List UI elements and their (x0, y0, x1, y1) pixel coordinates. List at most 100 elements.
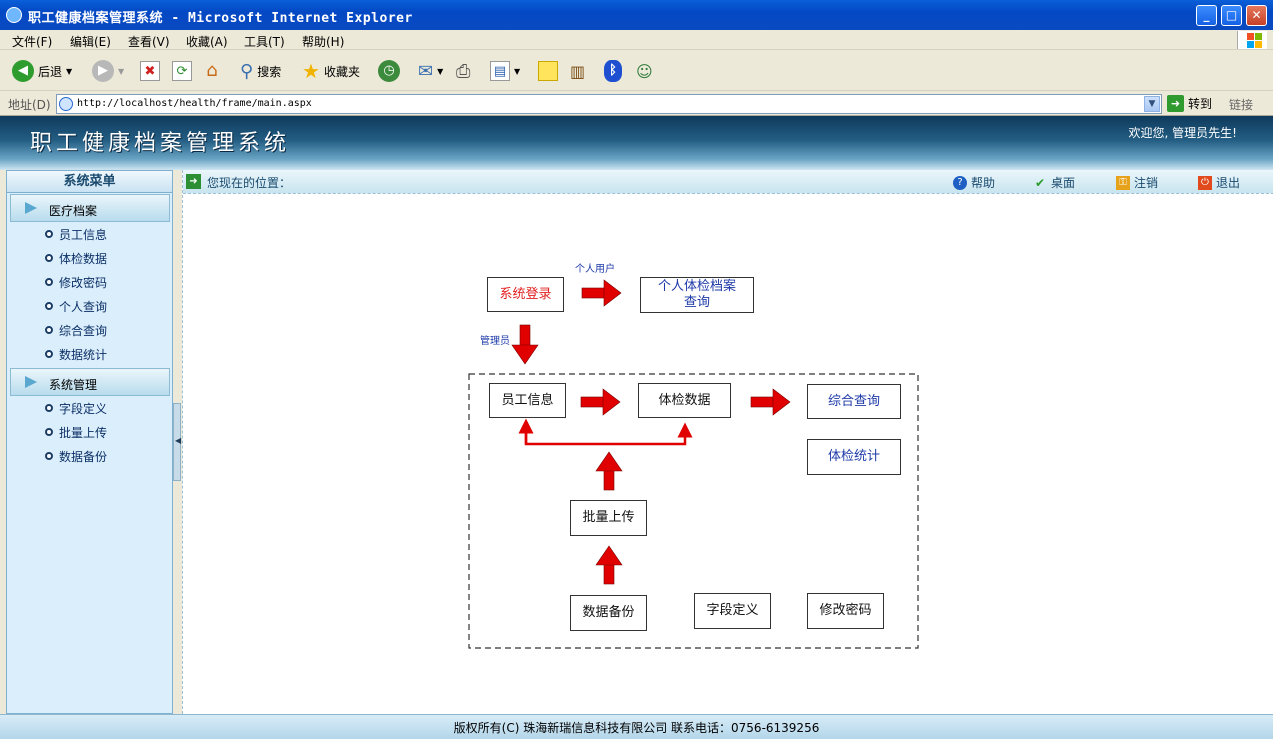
stop-button[interactable]: ✖ (140, 59, 160, 83)
maximize-button[interactable]: □ (1221, 5, 1242, 26)
back-dropdown-icon[interactable]: ▼ (66, 66, 73, 76)
messenger-button[interactable]: ☺ (636, 59, 653, 83)
back-label: 后退 (38, 64, 63, 79)
location-label: 您现在的位置： (207, 176, 292, 190)
star-icon: ★ (302, 59, 320, 83)
flow-node-data-backup[interactable]: 数据备份 (570, 595, 647, 631)
home-button[interactable]: ⌂ (202, 59, 222, 83)
sidebar-item-label: 综合查询 (59, 323, 108, 338)
bullet-icon (45, 404, 53, 412)
footer-copyright: 版权所有(C) 珠海新瑞信息科技有限公司 联系电话：0756-6139256 (453, 721, 820, 735)
books-icon: ▥ (570, 61, 586, 81)
sidebar-item-label: 员工信息 (59, 227, 108, 242)
arrow-employee-to-exam (580, 388, 621, 416)
sidebar-item-label: 个人查询 (59, 299, 108, 314)
arrow-exam-to-query (750, 388, 791, 416)
menu-bar: 文件(F) 编辑(E) 查看(V) 收藏(A) 工具(T) 帮助(H) (0, 30, 1273, 50)
window-titlebar: 职工健康档案管理系统 - Microsoft Internet Explorer… (0, 0, 1273, 30)
flow-node-field-definition[interactable]: 字段定义 (694, 593, 771, 629)
menu-favorites[interactable]: 收藏(A) (186, 35, 228, 49)
desktop-icon: ✔ (1034, 175, 1046, 190)
sidebar-item-label: 修改密码 (59, 275, 108, 290)
help-icon: ? (953, 175, 967, 190)
address-dropdown-icon[interactable]: ▼ (1144, 96, 1160, 112)
flow-node-comprehensive-query[interactable]: 综合查询 (807, 384, 901, 419)
sidebar-collapse-handle[interactable]: ◀ (173, 403, 181, 481)
sidebar-item-field-definition[interactable]: 字段定义 (45, 400, 107, 416)
sidebar-item-label: 批量上传 (59, 425, 108, 440)
logout-link[interactable]: ⚿ 注销 (1116, 174, 1158, 191)
menu-file[interactable]: 文件(F) (12, 35, 53, 49)
sidebar-item-employee-info[interactable]: 员工信息 (45, 226, 107, 242)
go-label: 转到 (1188, 97, 1213, 111)
address-input[interactable]: http://localhost/health/frame/main.aspx … (56, 94, 1162, 114)
bullet-icon (45, 302, 53, 310)
flow-node-exam-data[interactable]: 体检数据 (638, 383, 731, 418)
back-button[interactable]: ◀ 后退 ▼ (12, 59, 72, 83)
desktop-link[interactable]: ✔ 桌面 (1033, 174, 1075, 191)
sidebar-item-data-backup[interactable]: 数据备份 (45, 448, 107, 464)
welcome-text: 欢迎您, 管理员先生! (1128, 126, 1237, 140)
flow-node-batch-upload[interactable]: 批量上传 (570, 500, 647, 536)
sidebar-group-system-admin[interactable]: 系统管理 (10, 368, 170, 396)
sidebar-item-label: 数据备份 (59, 449, 108, 464)
sidebar-item-comprehensive-query[interactable]: 综合查询 (45, 322, 107, 338)
key-icon: ⚿ (1116, 175, 1130, 190)
flow-node-change-password[interactable]: 修改密码 (807, 593, 884, 629)
menu-tools[interactable]: 工具(T) (244, 35, 285, 49)
mail-dropdown-icon[interactable]: ▼ (437, 66, 444, 76)
exit-link[interactable]: ⏻ 退出 (1198, 174, 1240, 191)
sidebar-item-personal-query[interactable]: 个人查询 (45, 298, 107, 314)
forward-dropdown-icon[interactable]: ▼ (118, 66, 125, 76)
research-button[interactable]: ▥ (570, 59, 585, 83)
sidebar-item-label: 字段定义 (59, 401, 108, 416)
refresh-button[interactable]: ⟳ (172, 59, 192, 83)
location-arrow-icon: ➜ (186, 174, 201, 189)
help-link[interactable]: ? 帮助 (953, 174, 995, 191)
arrow-login-to-admin (511, 324, 539, 365)
menu-edit[interactable]: 编辑(E) (70, 35, 111, 49)
menu-view[interactable]: 查看(V) (128, 35, 170, 49)
collapse-arrow-icon: ◀ (175, 436, 182, 445)
favorites-button[interactable]: ★ 收藏夹 (302, 59, 360, 83)
messenger-icon: ☺ (636, 61, 653, 81)
forward-button[interactable]: ▶ ▼ (92, 59, 124, 83)
arrow-upload-to-split (595, 451, 623, 491)
flow-node-personal-query[interactable]: 个人体检档案查询 (640, 277, 754, 313)
footer: 版权所有(C) 珠海新瑞信息科技有限公司 联系电话：0756-6139256 (0, 714, 1273, 739)
flow-node-employee-info[interactable]: 员工信息 (489, 383, 566, 418)
print-button[interactable]: ⎙ (456, 59, 470, 83)
links-button[interactable]: 链接 (1229, 98, 1254, 112)
sidebar-item-batch-upload[interactable]: 批量上传 (45, 424, 107, 440)
bullet-icon (45, 452, 53, 460)
history-button[interactable]: ◷ (378, 59, 400, 83)
window-title: 职工健康档案管理系统 - Microsoft Internet Explorer (28, 11, 413, 26)
search-icon: ⚲ (240, 60, 254, 82)
sidebar-group-label: 医疗档案 (49, 204, 98, 218)
split-connector (524, 422, 693, 446)
bluetooth-button[interactable]: ᛒ (604, 59, 622, 83)
favorites-label: 收藏夹 (323, 64, 360, 79)
main-content: ➜ 您现在的位置： ? 帮助 ✔ 桌面 ⚿ 注销 ⏻ 退出 (182, 170, 1273, 714)
flow-label-admin: 管理员 (480, 336, 510, 347)
sidebar-title: 系统菜单 (7, 171, 172, 193)
notes-button[interactable] (538, 59, 558, 83)
bullet-icon (45, 428, 53, 436)
sidebar-item-exam-data[interactable]: 体检数据 (45, 250, 107, 266)
search-label: 搜索 (257, 64, 282, 79)
menu-help[interactable]: 帮助(H) (302, 35, 345, 49)
flow-node-exam-stats[interactable]: 体检统计 (807, 439, 901, 475)
go-button[interactable]: ➜ 转到 (1167, 95, 1212, 112)
sidebar-group-medical-records[interactable]: 医疗档案 (10, 194, 170, 222)
sidebar-item-change-password[interactable]: 修改密码 (45, 274, 107, 290)
search-button[interactable]: ⚲ 搜索 (240, 59, 281, 83)
close-button[interactable]: ✕ (1246, 5, 1267, 26)
sidebar-item-data-stats[interactable]: 数据统计 (45, 346, 107, 362)
mail-button[interactable]: ✉ ▼ (418, 59, 443, 83)
minimize-button[interactable]: _ (1196, 5, 1217, 26)
bullet-icon (45, 254, 53, 262)
edit-dropdown-icon[interactable]: ▼ (514, 66, 521, 76)
edit-button[interactable]: ▤ ▼ (490, 59, 520, 83)
flow-node-login[interactable]: 系统登录 (487, 277, 564, 312)
ie-icon (6, 7, 22, 23)
